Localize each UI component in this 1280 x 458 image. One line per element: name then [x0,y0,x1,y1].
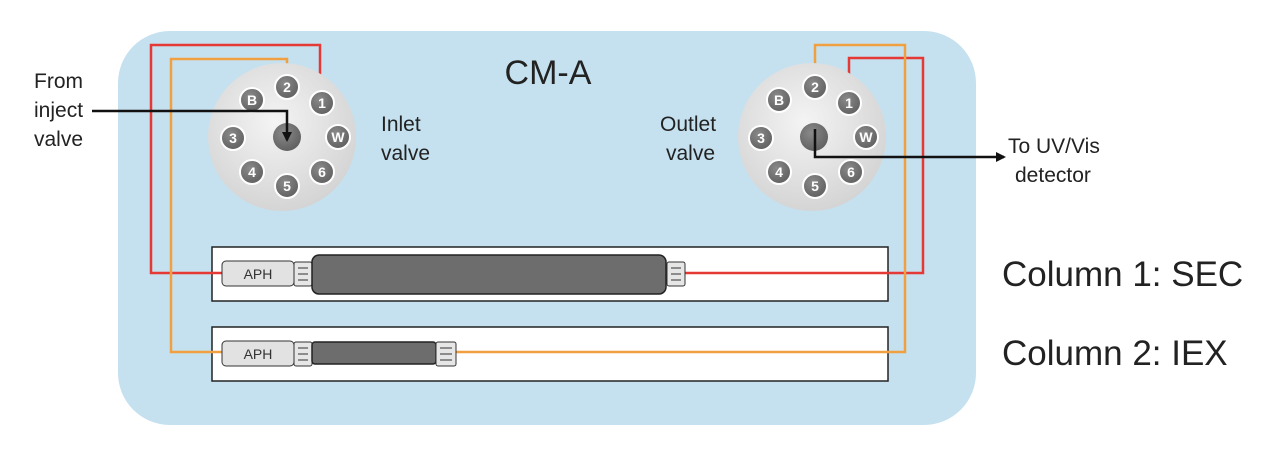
svg-text:1: 1 [318,95,326,111]
column1-fitting-left [293,261,313,287]
outlet-port-6: 6 [838,159,864,185]
svg-text:W: W [859,129,873,145]
module-title: CM-A [505,54,592,92]
svg-text:6: 6 [318,164,326,180]
column1-body [311,254,667,295]
outlet-port-5: 5 [802,173,828,199]
inlet-port-5: 5 [274,173,300,199]
svg-text:4: 4 [775,164,783,180]
svg-text:4: 4 [248,164,256,180]
outlet-port-1: 1 [836,90,862,116]
inlet-port-w: W [325,124,351,150]
column2-fitting-right [435,341,457,367]
svg-text:2: 2 [811,79,819,95]
tube-column2-outlet [456,43,907,354]
destination-label: To UV/Vis detector [1008,135,1106,187]
column2-label: Column 2: IEX [1002,334,1228,373]
inject-arrow [92,109,292,142]
inlet-port-4: 4 [239,159,265,185]
inlet-port-6: 6 [309,159,335,185]
svg-text:W: W [331,129,345,145]
outlet-valve-label: Outlet valve [660,113,722,165]
svg-text:1: 1 [845,95,853,111]
svg-text:B: B [247,92,257,108]
outlet-port-w: W [853,124,879,150]
outlet-port-b: B [766,87,792,113]
column2-fitting-left [293,341,313,367]
inlet-valve: 1 2 B 3 4 5 6 W [208,63,356,211]
inlet-port-2: 2 [274,74,300,100]
inlet-port-1: 1 [309,90,335,116]
svg-text:3: 3 [229,130,237,146]
inlet-valve-label: Inlet valve [381,113,430,165]
column1-fitting-right [666,261,686,287]
outlet-port-2: 2 [802,74,828,100]
outlet-port-4: 4 [766,159,792,185]
tube-column1-outlet [685,56,925,275]
inlet-port-b: B [239,87,265,113]
svg-text:5: 5 [283,178,291,194]
svg-text:5: 5 [811,178,819,194]
source-label: From inject valve [34,70,89,151]
svg-text:2: 2 [283,79,291,95]
column2-guard-label: APH [244,346,273,362]
column2-body [311,341,437,365]
inlet-port-3: 3 [220,125,246,151]
svg-text:3: 3 [757,130,765,146]
column1-label: Column 1: SEC [1002,255,1243,294]
svg-text:6: 6 [847,164,855,180]
outlet-port-3: 3 [748,125,774,151]
tube-column1-inlet [149,43,322,275]
detector-arrow [813,129,1006,162]
outlet-valve: 1 2 B 3 4 5 6 W [738,63,886,211]
svg-text:B: B [774,92,784,108]
column1-guard-label: APH [244,266,273,282]
